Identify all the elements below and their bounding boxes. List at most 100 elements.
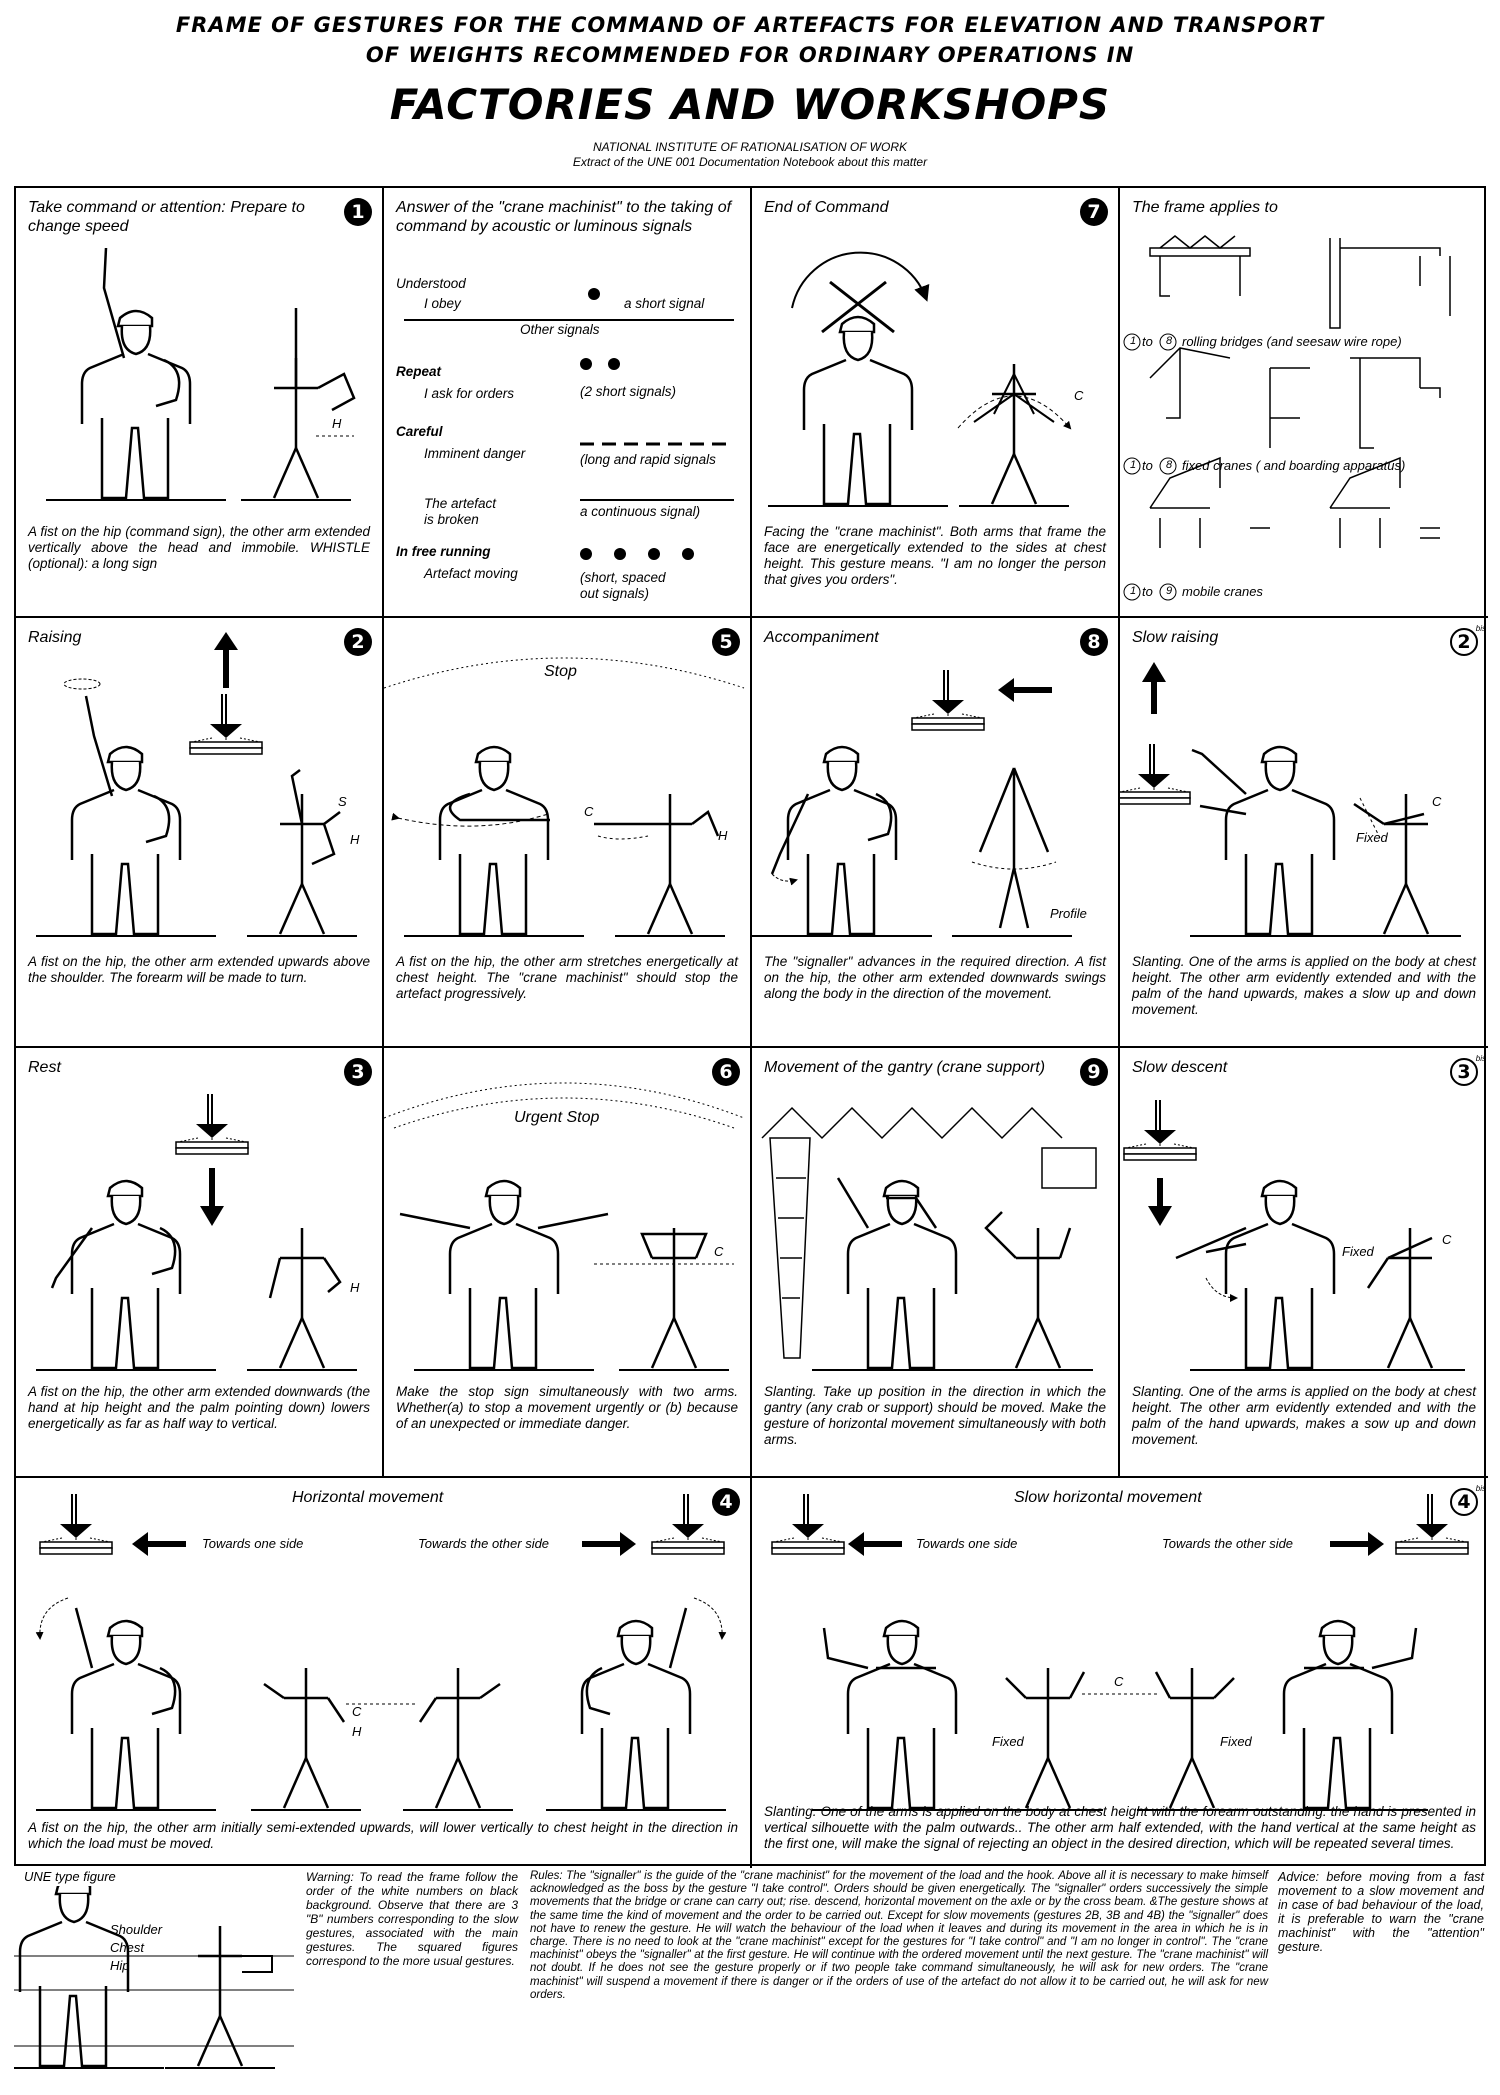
une-type-figure <box>14 1886 294 2070</box>
two-signals-label: (2 short signals) <box>580 384 677 399</box>
continuous-signal-label: a continuous signal) <box>580 504 701 519</box>
gesture-description: Facing the "crane machinist". Both arms … <box>764 524 1106 587</box>
range-to-2: to <box>1142 458 1153 473</box>
cell-machinist-answer: Answer of the "crane machinist" to the t… <box>384 188 752 618</box>
gesture-figure <box>1123 1099 1467 1372</box>
cell-slow-horizontal-movement: Slow horizontal movement 4 bis Towards o… <box>752 1478 1488 1868</box>
understood-label: Understood <box>396 276 466 291</box>
cell-accompaniment: Accompaniment 8 Profile The "signaller" … <box>752 618 1120 1048</box>
gesture-figure <box>384 657 745 938</box>
cell-title: Slow descent <box>1132 1059 1228 1076</box>
gesture-number: 6 <box>712 1058 740 1086</box>
title-line-1: FRAME OF GESTURES FOR THE COMMAND OF ART… <box>175 13 1325 37</box>
cell-gantry-movement: Movement of the gantry (crane support) 9… <box>752 1048 1120 1478</box>
gesture-description: A fist on the hip, the other arm extende… <box>28 1384 370 1431</box>
cell-slow-raising: Slow raising 2 bis C Fixed Slanting. One… <box>1120 618 1488 1048</box>
bis-marker: bis <box>1475 1484 1486 1493</box>
other-signals-label: Other signals <box>520 322 600 337</box>
label-c: C <box>1442 1232 1452 1247</box>
cell-title: Accompaniment <box>764 629 879 646</box>
label-fixed-left: Fixed <box>992 1734 1024 1749</box>
cell-title: Raising <box>28 629 82 646</box>
rules-note: Rules: The "signaller" is the guide of t… <box>530 1870 1268 2001</box>
broken-label-1: The artefact <box>424 496 497 511</box>
gesture-description: Slanting. One of the arms is applied on … <box>1132 1384 1476 1447</box>
gesture-figure <box>766 251 1072 508</box>
cell-horizontal-movement: Horizontal movement 4 Towards one side T… <box>16 1478 752 1868</box>
gesture-number: 2 <box>344 628 372 656</box>
cell-title: End of Command <box>764 199 889 216</box>
range-start-1: 1 <box>1129 335 1137 347</box>
gesture-number: 7 <box>1080 198 1108 226</box>
gesture-description: A fist on the hip, the other arm initial… <box>28 1820 738 1851</box>
gesture-number-bis: 3 <box>1450 1058 1478 1086</box>
label-fixed-right: Fixed <box>1220 1734 1252 1749</box>
range-end-3: 9 <box>1165 585 1173 597</box>
cell-title: Horizontal movement <box>292 1489 444 1506</box>
une-figure-title: UNE type figure <box>24 1869 116 1884</box>
long-signals-label: (long and rapid signals <box>580 452 716 467</box>
gesture-grid: Take command or attention: Prepare to ch… <box>14 186 1488 1868</box>
range-start-3: 1 <box>1129 585 1137 597</box>
gesture-description: Slanting. Take up position in the direct… <box>764 1384 1106 1447</box>
advice-note: Advice: before moving from a fast moveme… <box>1278 1870 1484 1954</box>
short-signal-label: a short signal <box>624 296 705 311</box>
label-h: H <box>332 416 342 431</box>
range-end-2: 8 <box>1165 459 1173 471</box>
hip-label: Hip <box>110 1958 130 1973</box>
label-profile: Profile <box>1050 906 1087 921</box>
poster-header: FRAME OF GESTURES FOR THE COMMAND OF ART… <box>0 0 1500 180</box>
label-c: C <box>1074 388 1084 403</box>
main-title: FACTORIES AND WORKSHOPS <box>389 80 1111 129</box>
gesture-description: The "signaller" advances in the required… <box>764 954 1106 1001</box>
gesture-number: 3 <box>344 1058 372 1086</box>
direction-label-other: Towards the other side <box>1162 1536 1294 1551</box>
gesture-figure <box>761 1106 1097 1372</box>
gesture-number-bis: 2 <box>1450 628 1478 656</box>
gesture-figure <box>34 632 359 938</box>
footer-notes: UNE type figure Shoulder Chest Hip Warni… <box>14 1866 1486 2080</box>
cell-title: Urgent Stop <box>514 1109 600 1126</box>
repeat-label: Repeat <box>396 364 442 379</box>
cell-title: Answer of the "crane machinist" to the t… <box>396 199 732 235</box>
gesture-description: A fist on the hip, the other arm stretch… <box>396 954 738 1001</box>
danger-label: Imminent danger <box>424 446 526 461</box>
label-c: C <box>1114 1674 1124 1689</box>
label-s: S <box>338 794 347 809</box>
cell-frame-applies: The frame applies to 1 to 8 rolling brid… <box>1120 188 1488 618</box>
gesture-number: 4 <box>712 1488 740 1516</box>
gesture-number-bis: 4 <box>1450 1488 1478 1516</box>
gesture-figure <box>44 247 356 502</box>
cell-end-of-command: End of Command 7 C Facing the "crane mac… <box>752 188 1120 618</box>
label-h: H <box>718 828 728 843</box>
gesture-figure <box>752 669 1072 938</box>
ask-orders-label: I ask for orders <box>424 386 515 401</box>
gesture-figure <box>34 1493 728 1812</box>
bis-marker: bis <box>1475 624 1486 633</box>
gesture-number: 5 <box>712 628 740 656</box>
gesture-description: Slanting. One of the arms is applied on … <box>1132 954 1476 1017</box>
cell-raising: Raising 2 S H A fist on the hip, the oth… <box>16 618 384 1048</box>
rolling-bridges-label: rolling bridges (and seesaw wire rope) <box>1182 334 1402 349</box>
label-c: C <box>352 1704 362 1719</box>
cell-urgent-stop: Urgent Stop 6 C Make the stop sign simul… <box>384 1048 752 1478</box>
mobile-cranes-label: mobile cranes <box>1182 584 1263 599</box>
gesture-description: A fist on the hip (command sign), the ot… <box>28 524 370 571</box>
cell-title: Movement of the gantry (crane support) <box>764 1059 1046 1076</box>
label-fixed: Fixed <box>1342 1244 1374 1259</box>
gesture-figure <box>34 1093 359 1372</box>
institute-name: NATIONAL INSTITUTE OF RATIONALISATION OF… <box>592 140 908 154</box>
artefact-moving-label: Artefact moving <box>424 566 518 581</box>
cell-slow-descent: Slow descent 3 bis Fixed C Slanting. One… <box>1120 1048 1488 1478</box>
shoulder-label: Shoulder <box>110 1922 163 1937</box>
cell-stop: Stop 5 C H A fist on the hip, the other … <box>384 618 752 1048</box>
chest-label: Chest <box>110 1940 144 1955</box>
gesture-description: A fist on the hip, the other arm extende… <box>28 954 370 985</box>
broken-label-2: is broken <box>424 512 479 527</box>
gesture-description: Slanting. One of the arms is applied on … <box>764 1804 1476 1851</box>
crane-type-diagrams <box>1123 235 1451 601</box>
free-running-label: In free running <box>396 544 491 559</box>
range-to-1: to <box>1142 334 1153 349</box>
label-h: H <box>350 1280 360 1295</box>
range-to-3: to <box>1142 584 1153 599</box>
